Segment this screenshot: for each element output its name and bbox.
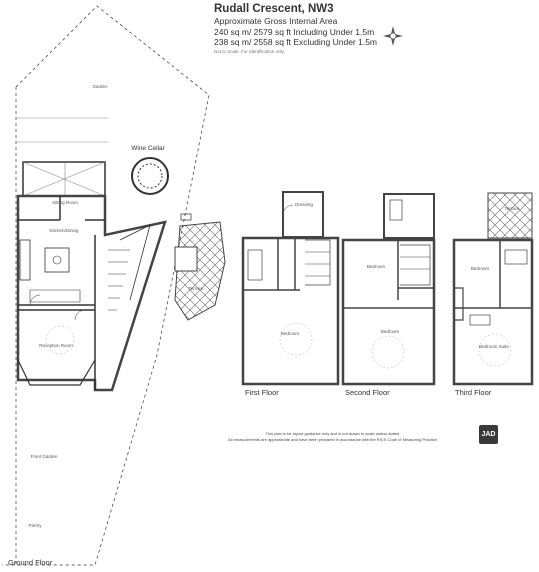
terrace-area (174, 213, 226, 321)
third-floor-plan (452, 192, 534, 386)
compass-rose-icon (383, 26, 403, 46)
area-subtitle: Approximate Gross Internal Area (214, 16, 338, 26)
garden-boundary (2, 5, 210, 566)
disclaimer-line-1: This plan is for layout guidance only an… (265, 431, 401, 436)
pantry-label: Pantry (28, 523, 42, 528)
area-excluding: 238 sq m/ 2558 sq ft Excluding Under 1.5… (214, 37, 378, 47)
first-floor-label: First Floor (245, 388, 279, 397)
second-bathroom (383, 193, 435, 239)
first-bedroom-label: Bedroom (281, 331, 300, 336)
scale-note: Not to Scale. For Identification only. (214, 49, 285, 54)
second-floor-plan (341, 193, 436, 386)
roof-terrace (487, 192, 533, 239)
front-garden-label: Front Garden (31, 454, 58, 459)
ground-floor-label: Ground Floor (8, 558, 53, 567)
second-bedroom-a-label: Bedroom (367, 264, 386, 269)
second-bedroom-b-label: Bedroom (381, 329, 400, 334)
dressing-room (282, 191, 324, 238)
ground-outer-walls (16, 194, 167, 392)
third-bedroom-label: Bedroom (471, 266, 490, 271)
reception-label: Reception Room (39, 343, 73, 348)
disclaimer-line-2: All measurements are approximate and hav… (228, 437, 438, 442)
dressing-label: Dressing (295, 202, 313, 207)
third-floor-label: Third Floor (455, 388, 492, 397)
terrace-label: Terrace (188, 286, 204, 291)
ground-floor-plan (2, 5, 210, 566)
wine-cellar-label: Wine Cellar (131, 145, 165, 152)
kitchen-dining-label: Kitchen/Dining (49, 228, 79, 233)
wine-cellar (131, 157, 169, 195)
garden-label: Garden (92, 84, 108, 89)
first-floor-plan (241, 191, 340, 386)
sitting-label: Sitting Room (52, 200, 78, 205)
area-including: 240 sq m/ 2579 sq ft Including Under 1.5… (214, 27, 375, 37)
bedroom-suite-label: Bedroom Suite (479, 344, 509, 349)
disclaimer: This plan is for layout guidance only an… (188, 431, 478, 443)
roof-terrace-label: Terrace (504, 206, 520, 211)
property-title: Rudall Crescent, NW3 (214, 3, 334, 15)
second-floor-label: Second Floor (345, 388, 390, 397)
agency-logo: JAD (479, 425, 498, 444)
